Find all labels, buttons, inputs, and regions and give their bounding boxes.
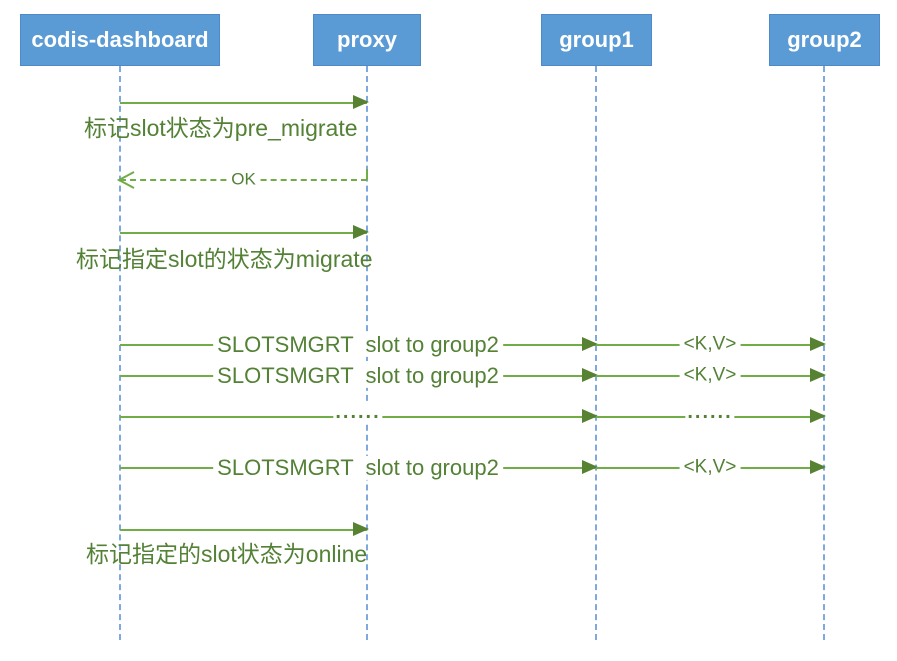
filled-arrowhead-icon <box>810 409 826 423</box>
message-label: SLOTSMGRT slot to group2 <box>213 455 503 481</box>
filled-arrowhead-icon <box>353 225 369 239</box>
message-label: 标记指定的slot状态为online <box>86 541 368 567</box>
message-label: SLOTSMGRT slot to group2 <box>213 332 503 358</box>
open-arrowhead-icon <box>117 171 135 189</box>
message-label: ...... <box>333 401 383 424</box>
message-label: ...... <box>685 401 735 424</box>
filled-arrowhead-icon <box>582 368 598 382</box>
arrow-line <box>120 102 367 104</box>
filled-arrowhead-icon <box>810 337 826 351</box>
actor-group2: group2 <box>769 14 880 66</box>
actor-label: codis-dashboard <box>31 27 209 52</box>
connector-elbow <box>366 169 368 180</box>
filled-arrowhead-icon <box>353 95 369 109</box>
message-label: OK <box>229 169 258 190</box>
actor-label: group2 <box>787 27 862 52</box>
message-label: 标记slot状态为pre_migrate <box>84 115 358 141</box>
actor-group1: group1 <box>541 14 652 66</box>
filled-arrowhead-icon <box>582 460 598 474</box>
actor-codis-dashboard: codis-dashboard <box>20 14 220 66</box>
message-label: <K,V> <box>679 457 741 479</box>
filled-arrowhead-icon <box>353 522 369 536</box>
arrow-line <box>120 232 367 234</box>
lifeline-group2 <box>823 66 825 640</box>
arrow-line <box>120 529 367 531</box>
filled-arrowhead-icon <box>582 337 598 351</box>
lifeline-codis-dashboard <box>119 66 121 640</box>
actor-label: proxy <box>337 27 397 52</box>
message-label: 标记指定slot的状态为migrate <box>76 246 373 272</box>
actor-proxy: proxy <box>313 14 421 66</box>
message-label: SLOTSMGRT slot to group2 <box>213 363 503 389</box>
filled-arrowhead-icon <box>582 409 598 423</box>
actor-label: group1 <box>559 27 634 52</box>
filled-arrowhead-icon <box>810 368 826 382</box>
message-label: <K,V> <box>679 365 741 387</box>
lifeline-group1 <box>595 66 597 640</box>
message-label: <K,V> <box>679 334 741 356</box>
filled-arrowhead-icon <box>810 460 826 474</box>
